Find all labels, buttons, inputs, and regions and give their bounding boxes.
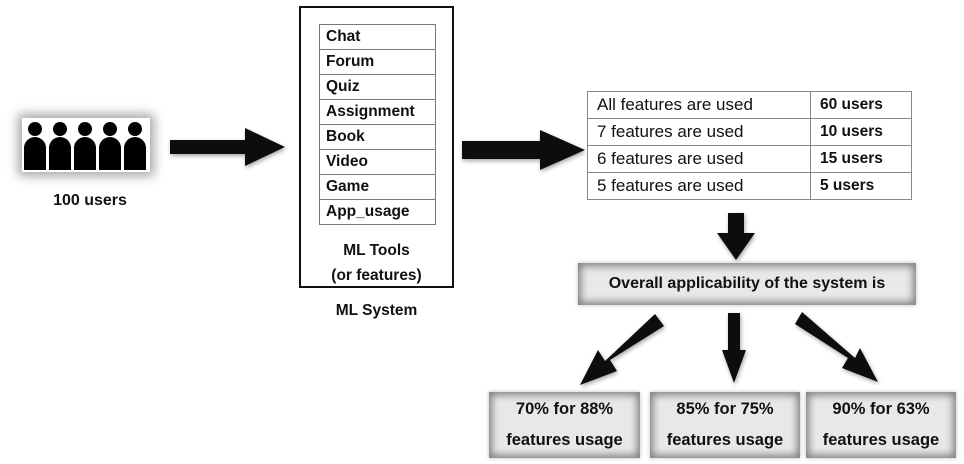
tool-name: Chat: [319, 24, 436, 50]
tool-name: Forum: [319, 49, 436, 75]
tool-row: Book: [319, 124, 436, 150]
caption-line-2: (or features): [331, 267, 422, 284]
result-line-1: 85% for 75%: [676, 400, 774, 418]
table-row: 6 features are used 15 users: [587, 145, 912, 173]
arrow-users-to-system: [170, 128, 285, 166]
tool-row: Game: [319, 174, 436, 200]
tool-name: Video: [319, 149, 436, 175]
feature-usage-table: All features are used 60 users 7 feature…: [587, 91, 912, 200]
features-cell: 6 features are used: [587, 145, 811, 173]
tool-row: Chat: [319, 24, 436, 50]
tool-name: Book: [319, 124, 436, 150]
arrow-table-to-overall: [717, 213, 755, 260]
users-cell: 15 users: [810, 145, 912, 173]
tool-name: App_usage: [319, 199, 436, 225]
result-line-2: features usage: [822, 431, 940, 449]
features-cell: 7 features are used: [587, 118, 811, 146]
ml-tools-table: Chat Forum Quiz Assignment Book Video Ga…: [319, 24, 436, 225]
table-row: 5 features are used 5 users: [587, 172, 912, 200]
tool-name: Game: [319, 174, 436, 200]
person-icon: [49, 122, 71, 170]
caption-line-1: ML Tools: [343, 242, 410, 259]
features-cell: All features are used: [587, 91, 811, 119]
users-cell: 5 users: [810, 172, 912, 200]
person-icon: [99, 122, 121, 170]
ml-tools-caption: ML Tools (or features): [301, 238, 452, 288]
result-line-2: features usage: [666, 431, 784, 449]
ml-system-label: ML System: [335, 302, 418, 319]
arrow-overall-to-result-2: [722, 313, 746, 383]
result-box: 85% for 75% features usage: [650, 392, 800, 458]
tool-row: Video: [319, 149, 436, 175]
person-icon: [124, 122, 146, 170]
table-row: All features are used 60 users: [587, 91, 912, 119]
table-row: 7 features are used 10 users: [587, 118, 912, 146]
result-line-1: 70% for 88%: [515, 400, 614, 418]
users-cell: 60 users: [810, 91, 912, 119]
arrow-overall-to-result-1: [580, 314, 664, 385]
users-cell: 10 users: [810, 118, 912, 146]
users-icon: [24, 122, 146, 170]
tool-name: Quiz: [319, 74, 436, 100]
result-box: 70% for 88% features usage: [489, 392, 640, 458]
tool-row: Forum: [319, 49, 436, 75]
person-icon: [74, 122, 96, 170]
arrow-overall-to-result-3: [795, 312, 878, 382]
result-box: 90% for 63% features usage: [806, 392, 956, 458]
arrow-system-to-table: [462, 130, 585, 170]
users-count-label: 100 users: [53, 192, 127, 209]
tool-name: Assignment: [319, 99, 436, 125]
person-icon: [24, 122, 46, 170]
result-line-1: 90% for 63%: [832, 400, 930, 418]
result-line-2: features usage: [506, 431, 623, 449]
tool-row: Assignment: [319, 99, 436, 125]
users-group: [22, 118, 150, 172]
tool-row: App_usage: [319, 199, 436, 225]
overall-applicability-box: Overall applicability of the system is: [578, 263, 916, 305]
ml-system-box: Chat Forum Quiz Assignment Book Video Ga…: [299, 6, 454, 288]
tool-row: Quiz: [319, 74, 436, 100]
features-cell: 5 features are used: [587, 172, 811, 200]
